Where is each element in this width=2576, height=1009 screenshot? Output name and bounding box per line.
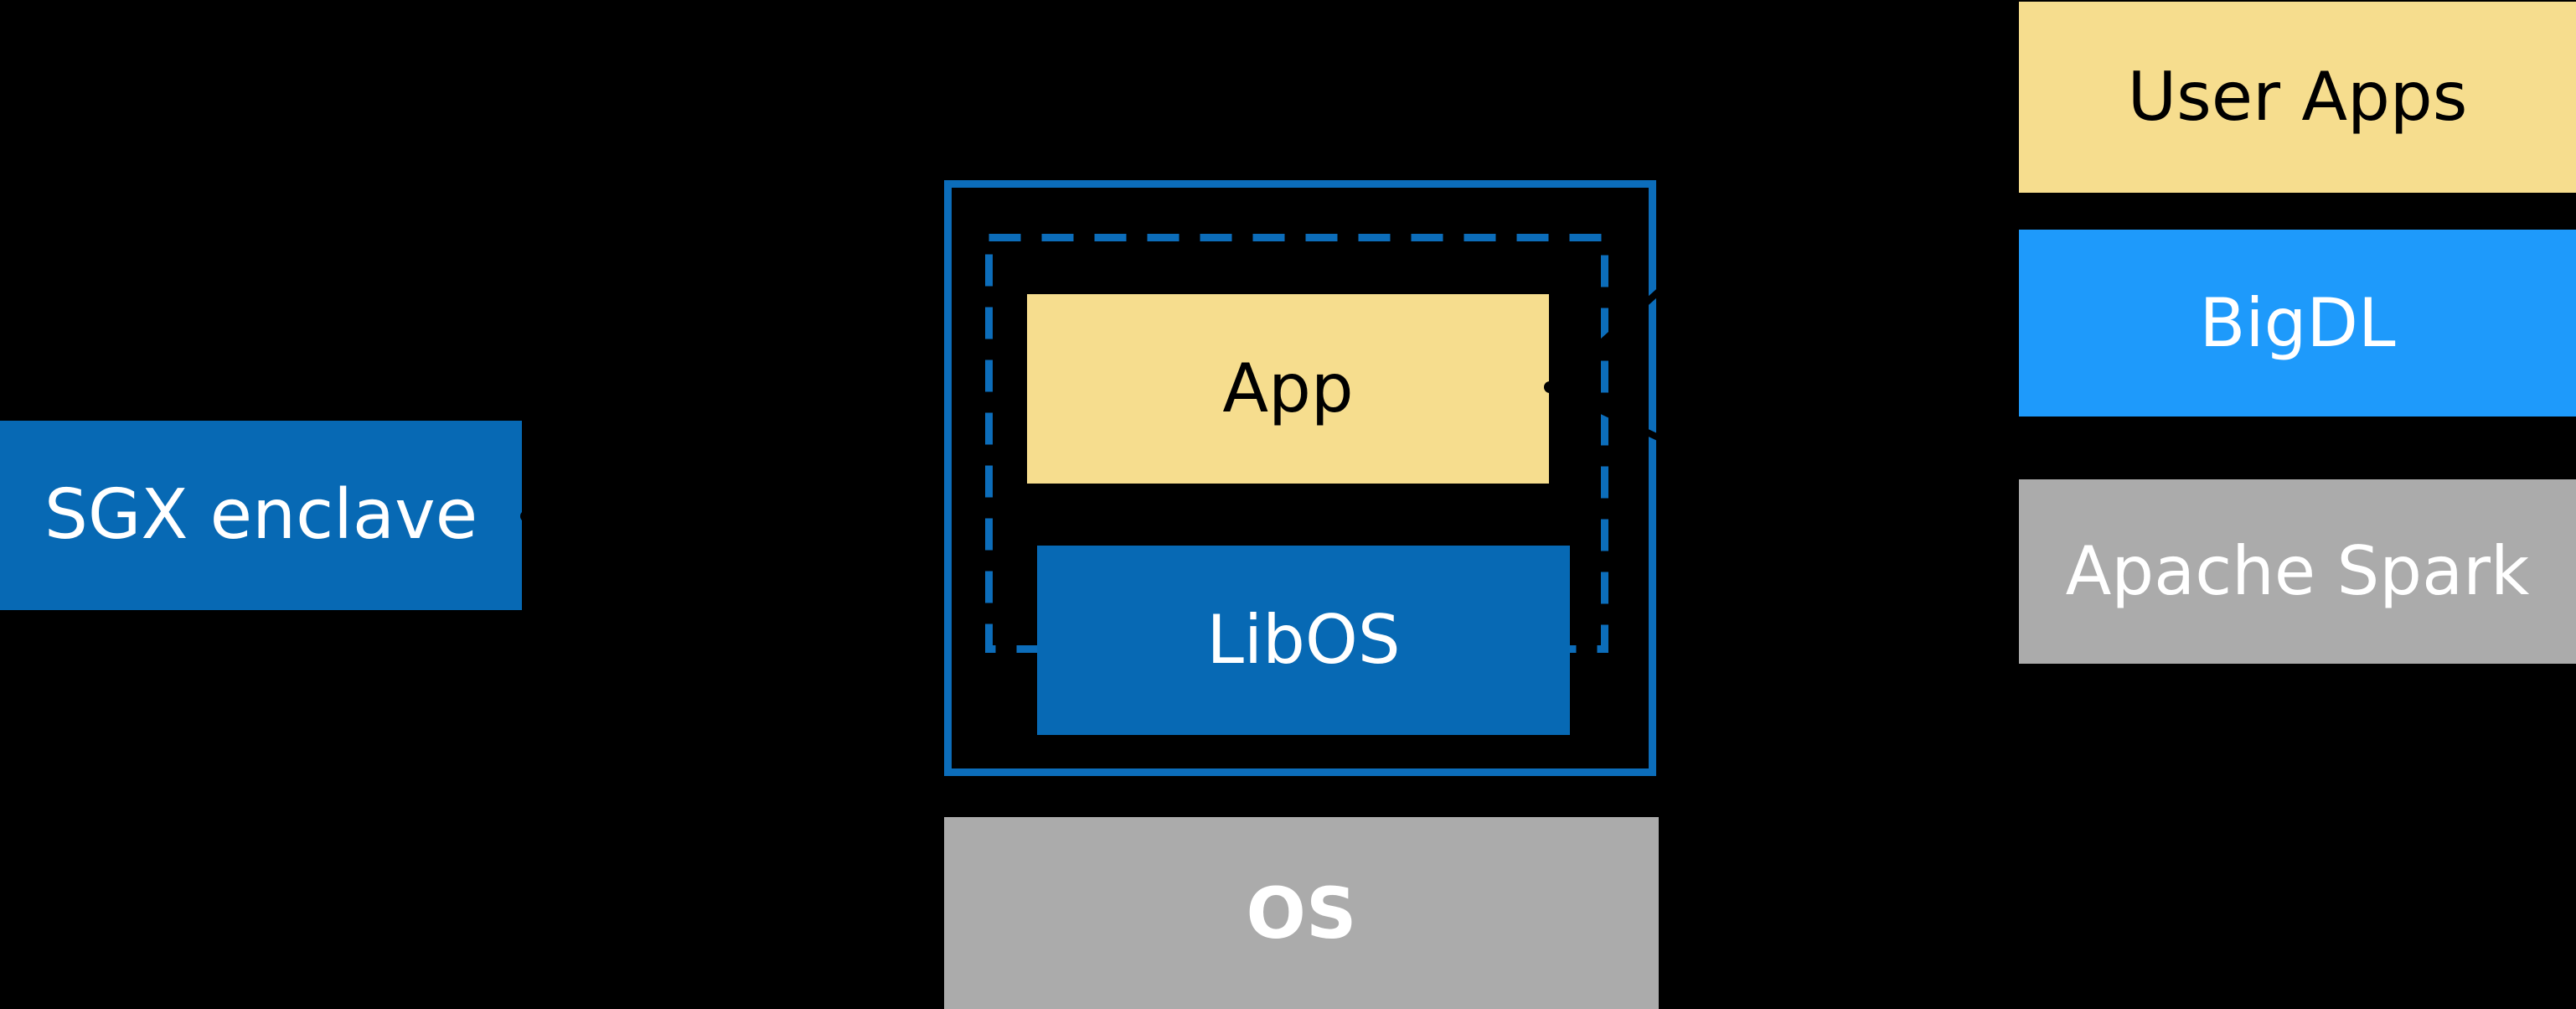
libos-label: LibOS xyxy=(1206,601,1401,679)
libos-box: LibOS xyxy=(1037,546,1570,735)
app-label: App xyxy=(1222,349,1354,427)
sgx-callout-dot xyxy=(520,510,532,522)
bigdl-label: BigDL xyxy=(2199,283,2396,362)
sgx-enclave-label: SGX enclave xyxy=(44,475,478,555)
os-box: OS xyxy=(944,817,1659,1009)
user-apps-label: User Apps xyxy=(2127,58,2468,136)
enclave-container-border xyxy=(944,180,1656,776)
app-callout-dot xyxy=(1544,381,1556,393)
os-label: OS xyxy=(1246,872,1357,955)
apache-spark-label: Apache Spark xyxy=(2065,532,2530,610)
apache-spark-box: Apache Spark xyxy=(2019,479,2576,664)
sgx-enclave-label-box: SGX enclave xyxy=(0,421,522,610)
stack-callout-lower-line xyxy=(1550,384,1845,528)
stack-callout-upper-line xyxy=(1549,0,1988,390)
app-box: App xyxy=(1027,294,1549,484)
user-apps-box: User Apps xyxy=(2019,2,2576,193)
bigdl-box: BigDL xyxy=(2019,230,2576,417)
